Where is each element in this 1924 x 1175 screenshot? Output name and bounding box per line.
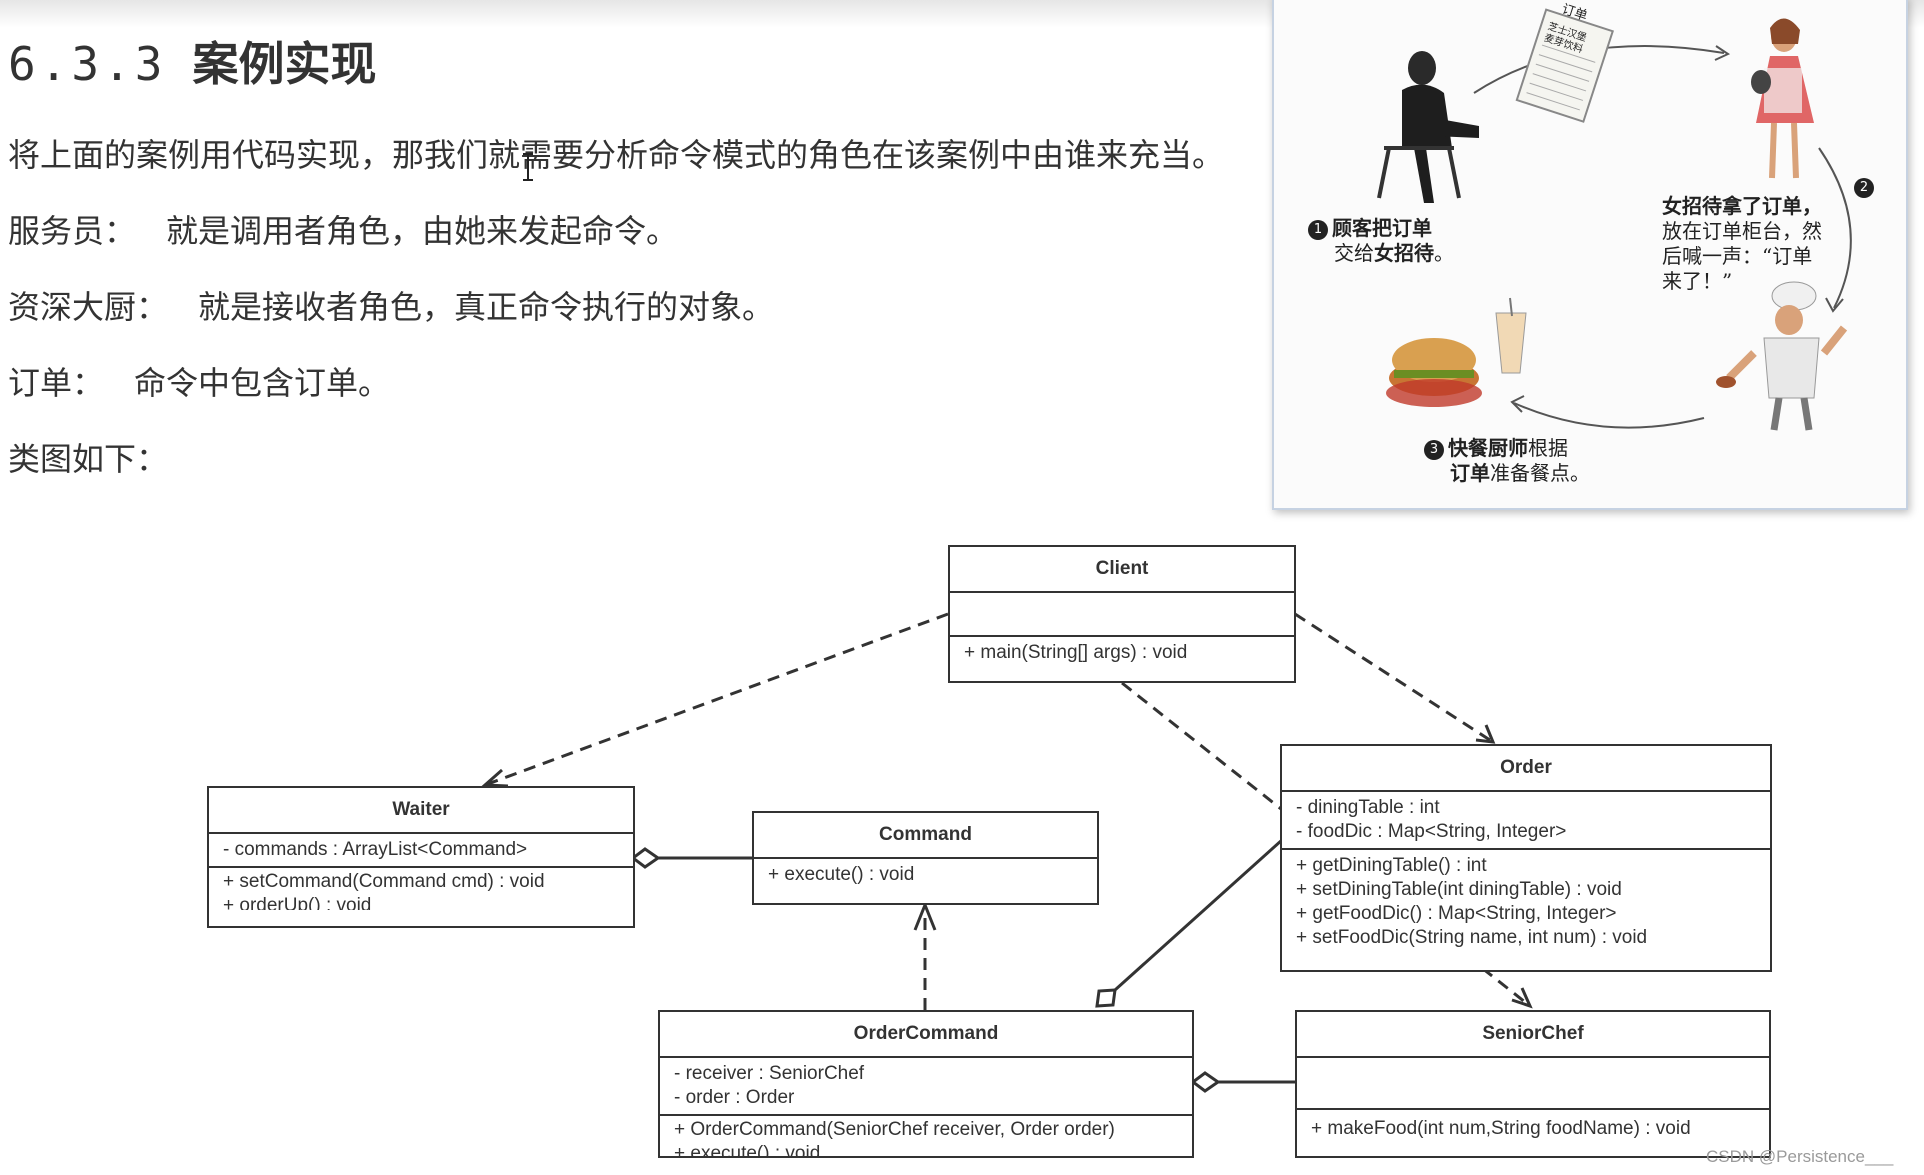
dependency-client-order (1294, 612, 1494, 744)
order-attribute: - diningTable : int (1296, 797, 1440, 818)
waitress-figure (1751, 18, 1814, 179)
class-seniorchef-methods: + makeFood(int num,String foodName) : vo… (1297, 1110, 1769, 1148)
class-waiter-name: Waiter (209, 788, 633, 834)
order-method: + setFoodDic(String name, int num) : voi… (1296, 927, 1648, 948)
class-seniorchef-attributes (1297, 1058, 1769, 1110)
step2-line1: 女招待拿了订单， (1662, 194, 1822, 218)
step1-line2a: 交给 (1334, 241, 1374, 265)
arrow-chef-to-food (1513, 402, 1705, 429)
seniorchef-method: + makeFood(int num,String foodName) : vo… (1311, 1118, 1691, 1139)
section-number: 6.3.3 (8, 37, 167, 91)
class-order-name: Order (1282, 746, 1770, 792)
order-method: + setDiningTable(int diningTable) : void (1296, 879, 1622, 900)
step1-number: 1 (1308, 219, 1328, 240)
class-command: Command + execute() : void (752, 811, 1099, 905)
order-method: + getDiningTable() : int (1296, 855, 1487, 876)
step2-line2: 放在订单柜台，然 (1662, 219, 1822, 243)
class-client-name: Client (950, 547, 1294, 593)
intro-paragraph: 将上面的案例用代码实现，那我们就需要分析命令模式的角色在该案例中由谁来充当。 (8, 136, 1225, 174)
waiter-method: + setCommand(Command cmd) : void (223, 871, 545, 892)
step3-line1-rest: 根据 (1528, 436, 1568, 460)
watermark: CSDN @Persistence___ (1706, 1147, 1894, 1166)
arrowhead-client-waiter (481, 768, 509, 788)
class-seniorchef-name: SeniorChef (1297, 1012, 1769, 1058)
section-title: 案例实现 (192, 37, 377, 91)
waiter-paragraph: 服务员： 就是调用者角色，由她来发起命令。 (8, 206, 678, 252)
client-method: + main(String[] args) : void (964, 642, 1188, 663)
class-ordercommand-attributes: - receiver : SeniorChef - order : Order (660, 1058, 1192, 1116)
arrowhead-client-seniorchef (1511, 987, 1533, 1009)
order-attribute: - foodDic : Map<String, Integer> (1296, 821, 1567, 842)
aggregation-diamond-ordercommand-chef (1190, 1071, 1221, 1093)
step1-line1: 顾客把订单 (1332, 216, 1432, 240)
step3-line2-rest: 准备餐点。 (1490, 461, 1590, 485)
step3-line1-bold: 快餐厨师 (1448, 436, 1528, 460)
text-cursor-icon (523, 153, 533, 181)
class-waiter-methods: + setCommand(Command cmd) : void + order… (209, 868, 633, 910)
order-label: 订单： (8, 364, 105, 402)
class-command-name: Command (754, 813, 1097, 859)
aggregation-diamond-ordercommand-order (1095, 988, 1117, 1008)
class-command-methods: + execute() : void (754, 859, 1097, 891)
class-order: Order - diningTable : int - foodDic : Ma… (1280, 744, 1772, 972)
step2-caption: 女招待拿了订单， 放在订单柜台，然 后喊一声：“订单 来了！” (1662, 194, 1822, 294)
chef-desc: 就是接收者角色，真正命令执行的对象。 (198, 288, 775, 326)
class-order-methods: + getDiningTable() : int + setDiningTabl… (1282, 850, 1770, 954)
step2-number: 2 (1854, 178, 1874, 198)
illustration-art: 订单 芝士汉堡 麦芽饮料 (1377, 2, 1852, 431)
command-pattern-illustration: 订单 芝士汉堡 麦芽饮料 (1272, 0, 1908, 510)
chef-label: 资深大厨： (8, 288, 169, 326)
class-client-methods: + main(String[] args) : void (950, 637, 1294, 669)
ordercommand-attribute: - receiver : SeniorChef (674, 1063, 865, 1084)
waiter-attribute: - commands : ArrayList<Command> (223, 839, 528, 860)
class-client: Client + main(String[] args) : void (948, 545, 1296, 683)
chef-figure (1716, 281, 1848, 431)
aggregation-ordercommand-order (1113, 838, 1284, 992)
section-heading: 6.3.3 案例实现 (8, 28, 376, 94)
waiter-label: 服务员： (8, 212, 137, 250)
command-method: + execute() : void (768, 864, 915, 885)
aggregation-diamond-waiter (630, 847, 661, 869)
arrow-waitress-to-chef (1818, 147, 1852, 309)
waiter-method: + orderUp() : void (223, 895, 372, 910)
customer-figure (1377, 51, 1479, 203)
step3-line2-bold: 订单 (1450, 461, 1490, 485)
class-diagram-label: 类图如下： (8, 440, 169, 478)
step3-number: 3 (1424, 439, 1444, 460)
dependency-client-waiter (484, 612, 949, 787)
class-waiter: Waiter - commands : ArrayList<Command> +… (207, 786, 635, 928)
class-ordercommand-name: OrderCommand (660, 1012, 1192, 1058)
order-method: + getFoodDic() : Map<String, Integer> (1296, 903, 1617, 924)
ordercommand-attribute: - order : Order (674, 1087, 795, 1108)
step1-line2-bold: 女招待 (1374, 241, 1434, 265)
class-client-attributes (950, 593, 1294, 637)
class-order-attributes: - diningTable : int - foodDic : Map<Stri… (1282, 792, 1770, 850)
order-desc: 命令中包含订单。 (134, 364, 391, 402)
chef-paragraph: 资深大厨： 就是接收者角色，真正命令执行的对象。 (8, 282, 774, 328)
realization-arrowhead (913, 900, 937, 931)
ordercommand-method: + OrderCommand(SeniorChef receiver, Orde… (674, 1119, 1115, 1140)
class-waiter-attributes: - commands : ArrayList<Command> (209, 834, 633, 868)
step2-line4: 来了！” (1662, 269, 1733, 293)
class-seniorchef: SeniorChef + makeFood(int num,String foo… (1295, 1010, 1771, 1158)
class-ordercommand-methods: + OrderCommand(SeniorChef receiver, Orde… (660, 1116, 1192, 1158)
arrowhead-client-order (1475, 724, 1496, 744)
step2-line3: 后喊一声：“订单 (1662, 244, 1813, 268)
order-paragraph: 订单： 命令中包含订单。 (8, 358, 390, 404)
ordercommand-method: + execute() : void (674, 1143, 821, 1158)
class-ordercommand: OrderCommand - receiver : SeniorChef - o… (658, 1010, 1194, 1158)
step1-line2b: 。 (1434, 241, 1454, 265)
order-slip: 订单 芝士汉堡 麦芽饮料 (1515, 2, 1614, 123)
burger-and-drink (1386, 297, 1527, 407)
waiter-desc: 就是调用者角色，由她来发起命令。 (166, 212, 679, 250)
